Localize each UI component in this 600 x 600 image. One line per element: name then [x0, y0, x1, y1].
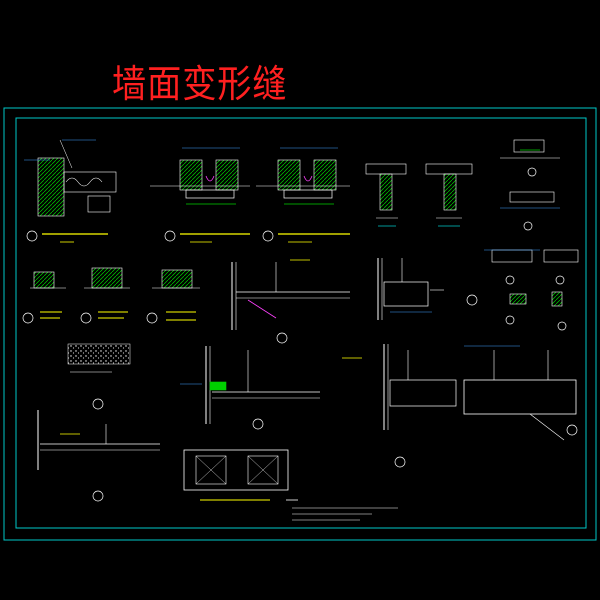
- detail-14-panels: [183, 449, 289, 501]
- detail-11: [342, 344, 457, 468]
- detail-7: [231, 259, 350, 344]
- detail-section-1-1: [365, 163, 407, 227]
- detail-12: [463, 345, 578, 441]
- detail-section-2-2: [425, 163, 473, 227]
- detail-right-top: [500, 139, 560, 231]
- detail-9: [67, 343, 131, 410]
- detail-4: [22, 271, 66, 324]
- inner-frame: [15, 117, 587, 529]
- detail-2: [150, 147, 250, 243]
- detail-6: [146, 269, 200, 324]
- detail-8: [377, 258, 478, 320]
- detail-10: [180, 346, 320, 430]
- drawing-title: 墙面变形缝: [112, 62, 288, 106]
- general-notes: [286, 499, 398, 521]
- outer-frame: [3, 107, 597, 541]
- detail-13: [37, 410, 160, 502]
- detail-right-middle: [484, 249, 579, 331]
- detail-5: [80, 267, 130, 324]
- detail-3: [256, 147, 350, 243]
- detail-1: [24, 139, 117, 243]
